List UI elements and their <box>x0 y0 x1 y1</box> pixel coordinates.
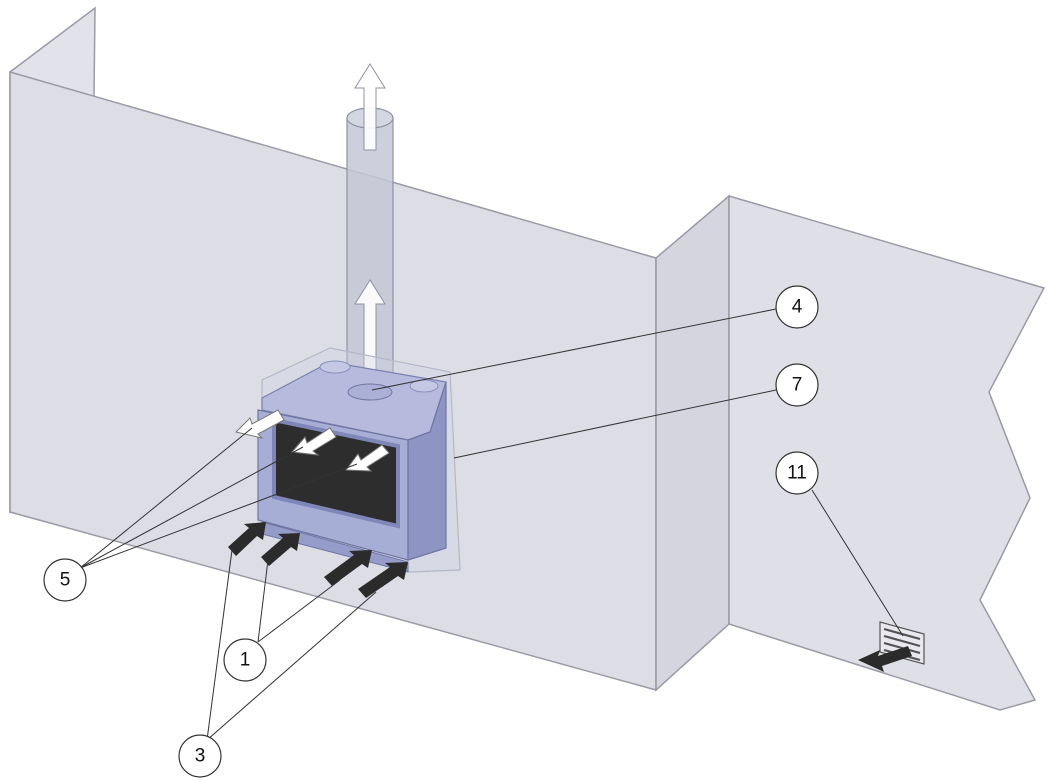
leader-5c <box>79 463 358 569</box>
exhaust-arrow <box>858 646 912 672</box>
callout-4: 4 <box>775 285 819 329</box>
svg-text:7: 7 <box>792 375 803 396</box>
inlet-arrow-3 <box>324 550 372 586</box>
svg-text:4: 4 <box>792 297 803 318</box>
leader-lines <box>79 308 904 741</box>
callout-1: 1 <box>223 638 267 682</box>
svg-text:3: 3 <box>195 746 206 767</box>
leader-1a <box>257 559 269 643</box>
leader-3b <box>206 591 377 741</box>
inlet-arrow-2 <box>261 533 300 566</box>
svg-text:1: 1 <box>240 650 251 671</box>
callout-11: 11 <box>775 451 819 495</box>
leader-7 <box>453 389 777 459</box>
top-vent-left <box>319 360 351 374</box>
leader-11 <box>811 489 904 637</box>
callout-3: 3 <box>178 734 222 778</box>
stove-side <box>407 381 447 561</box>
inlet-arrow-1 <box>228 522 266 556</box>
leader-1b <box>257 579 341 643</box>
leader-3a <box>206 549 233 741</box>
callout-7: 7 <box>775 363 819 407</box>
svg-text:5: 5 <box>60 570 71 591</box>
leader-5a <box>79 427 253 569</box>
leader-5b <box>79 446 304 569</box>
callout-5: 5 <box>43 558 87 602</box>
flue-arrow-up-top <box>354 63 386 151</box>
warm-air-arrow-middle <box>291 427 337 456</box>
inlet-arrow-4 <box>358 562 408 598</box>
corner-wall <box>655 194 730 692</box>
flue-outlet <box>347 383 393 401</box>
svg-text:11: 11 <box>787 463 807 484</box>
leader-4 <box>371 308 777 391</box>
